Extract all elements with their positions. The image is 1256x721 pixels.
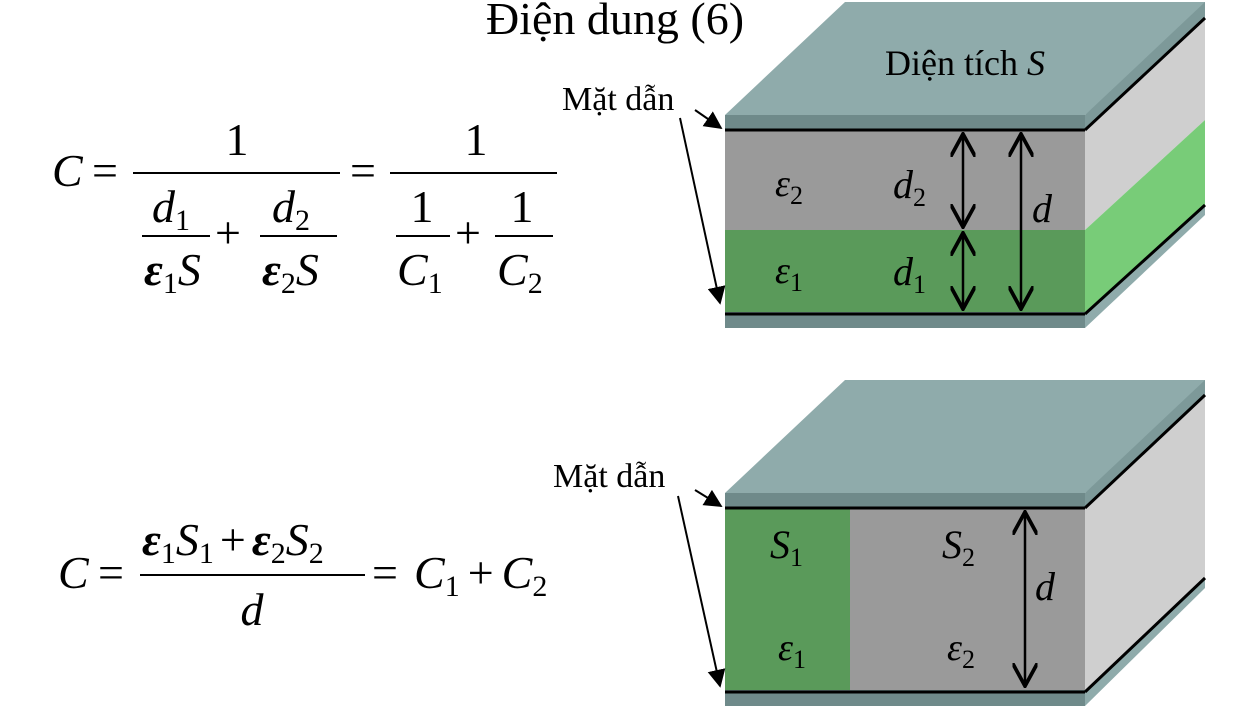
- term-eps1-s: ε1S: [144, 244, 201, 300]
- numerator-one-2: 1: [465, 114, 488, 165]
- term-c1-plus-c2: C1+C2: [414, 547, 547, 603]
- epsilon-1-label: ε1: [778, 627, 806, 674]
- formula-equals-2: =: [372, 547, 398, 598]
- numerator-eps-s-sum: ε1S1+ε2S2: [142, 514, 324, 570]
- parallel-capacitance-formula: C = ε1S1+ε2S2 d = C1+C2: [58, 514, 547, 635]
- bottom-plate-side: [1085, 578, 1205, 706]
- term-c1: C1: [397, 244, 443, 300]
- d2-label: d2: [893, 162, 926, 212]
- slide-title: Điện dung (6): [486, 0, 744, 44]
- d1-label: d1: [893, 249, 926, 299]
- parallel-capacitor-diagram: S1 S2 ε1 ε2 d Mặt dẫn: [553, 380, 1207, 706]
- formula-equals-1: =: [98, 547, 124, 598]
- top-plate-front: [725, 493, 1085, 508]
- term-eps2-s: ε2S: [262, 244, 319, 300]
- conductor-label-top: Mặt dẫn: [562, 81, 674, 118]
- bottom-plate-edge-side: [1083, 576, 1207, 694]
- conductor-pointer-top-plate: [694, 489, 723, 507]
- conductor-pointer-top-plate: [694, 109, 723, 130]
- top-plate-front: [725, 115, 1085, 130]
- dielectric-1-region: [725, 508, 850, 690]
- conductor-pointer-bottom-plate: [677, 495, 726, 688]
- plus-sign-1: +: [215, 207, 241, 258]
- s2-label: S2: [942, 522, 975, 572]
- side-face-gray: [1085, 18, 1205, 230]
- formula-c: C: [58, 547, 90, 598]
- numerator-one-1: 1: [226, 114, 249, 165]
- top-plate-edge-side: [1083, 16, 1207, 132]
- bottom-plate-edge-side: [1083, 203, 1207, 316]
- d-label: d: [1032, 186, 1053, 231]
- formula-c: C: [52, 145, 84, 196]
- numerator-one-c2: 1: [511, 181, 534, 232]
- side-face-green: [1085, 120, 1205, 312]
- top-plate-top-face: [725, 2, 1205, 115]
- top-plate-top-face: [725, 380, 1205, 493]
- top-plate-edge-side: [1083, 393, 1207, 510]
- bottom-plate-front: [725, 312, 1085, 328]
- series-capacitor-diagram: Diện tích S ε2 ε1 d2 d1 d Mặt dẫn: [562, 2, 1207, 328]
- plus-sign-2: +: [455, 207, 481, 258]
- epsilon-2-label: ε2: [775, 163, 803, 210]
- series-capacitance-formula: C = 1 d1 ε1S + d2 ε2S = 1 1 C1 + 1 C2: [52, 114, 557, 300]
- dielectric-2-region: [850, 508, 1085, 690]
- d-label: d: [1035, 564, 1056, 609]
- term-d2: d2: [272, 181, 310, 237]
- term-d1: d1: [152, 181, 190, 237]
- top-plate-side: [1085, 2, 1205, 130]
- side-face-gray: [1085, 395, 1205, 690]
- bottom-plate-side: [1085, 205, 1205, 328]
- term-c2: C2: [497, 244, 543, 300]
- s1-label: S1: [770, 522, 803, 572]
- epsilon-2-label: ε2: [947, 627, 975, 674]
- conductor-label-bottom: Mặt dẫn: [553, 458, 665, 495]
- formula-equals-2: =: [350, 145, 376, 196]
- bottom-plate-front: [725, 690, 1085, 706]
- formula-equals-1: =: [92, 145, 118, 196]
- area-label: Diện tích S: [885, 43, 1045, 83]
- epsilon-1-label: ε1: [775, 250, 803, 297]
- numerator-one-c1: 1: [411, 181, 434, 232]
- top-plate-side: [1085, 380, 1205, 508]
- denominator-d: d: [241, 584, 265, 635]
- conductor-pointer-bottom-plate: [679, 117, 726, 305]
